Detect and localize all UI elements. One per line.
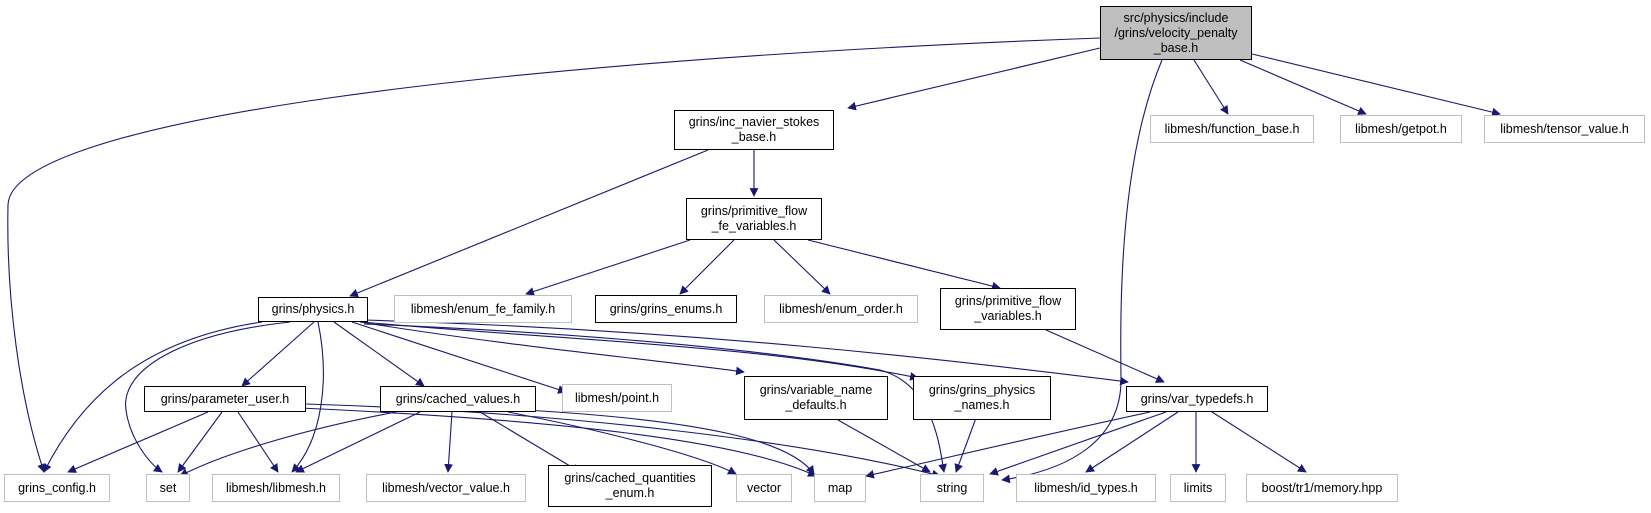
node-boost-tr1-memory: boost/tr1/memory.hpp	[1246, 474, 1398, 502]
edge-cached-map	[523, 409, 815, 475]
node-vector: vector	[736, 474, 792, 502]
edge-physics-phys-names	[361, 321, 919, 381]
node-libmesh-id-types: libmesh/id_types.h	[1016, 474, 1156, 502]
node-inc-navier-stokes-base[interactable]: grins/inc_navier_stokes _base.h	[674, 110, 834, 150]
node-set: set	[146, 474, 190, 502]
node-libmesh-function-base: libmesh/function_base.h	[1150, 115, 1314, 143]
edge-physics-cached	[333, 321, 425, 387]
edge-physics-string	[363, 323, 947, 473]
node-libmesh-getpot: libmesh/getpot.h	[1340, 115, 1462, 143]
edge-var-typedefs-memory	[1211, 411, 1307, 473]
edge-param-user-grins-config	[67, 411, 209, 473]
edge-physics-var-name	[359, 321, 745, 376]
node-cached-values[interactable]: grins/cached_values.h	[380, 386, 536, 412]
edge-var-typedefs-string	[989, 411, 1167, 476]
edge-var-typedefs-id-types	[1085, 411, 1179, 473]
node-libmesh-point: libmesh/point.h	[562, 384, 672, 412]
node-grins-enums[interactable]: grins/grins_enums.h	[595, 295, 737, 323]
edge-var-name-string	[837, 419, 931, 473]
edge-var-typedefs-map	[865, 411, 1151, 479]
edge-physics-var-typedefs	[363, 319, 1129, 386]
edge-root-function-base	[1193, 59, 1229, 115]
node-grins-physics[interactable]: grins/physics.h	[258, 297, 368, 322]
edge-inc-ns-physics	[349, 149, 709, 298]
edge-root-string	[1001, 59, 1163, 484]
node-variable-name-defaults[interactable]: grins/variable_name _defaults.h	[744, 376, 888, 420]
edge-physics-libmesh	[291, 321, 324, 473]
node-grins-config: grins_config.h	[4, 474, 110, 502]
node-parameter-user[interactable]: grins/parameter_user.h	[144, 386, 306, 412]
edge-prim-fe-enum-fe	[525, 239, 691, 296]
edge-physics-set	[125, 321, 291, 473]
edge-root-inc-ns	[847, 47, 1101, 111]
node-libmesh-vector-value: libmesh/vector_value.h	[366, 474, 526, 502]
edge-root-tensor	[1251, 53, 1501, 117]
edge-physics-point	[351, 321, 567, 394]
node-primitive-flow-variables[interactable]: grins/primitive_flow _variables.h	[940, 288, 1076, 330]
node-root-velocity-penalty-base: src/physics/include /grins/velocity_pena…	[1100, 6, 1252, 60]
edge-root-grins-config	[7, 37, 1101, 473]
edge-root-getpot	[1239, 59, 1367, 115]
edge-param-user-map	[299, 407, 817, 477]
edge-param-user-libmesh	[237, 411, 279, 473]
edge-cached-vector-value	[444, 411, 453, 473]
node-libmesh-enum-order: libmesh/enum_order.h	[764, 295, 918, 323]
node-string: string	[920, 474, 984, 502]
edge-prim-fe-enum-order	[773, 239, 831, 295]
edge-phys-names-string	[954, 417, 977, 473]
node-grins-physics-names[interactable]: grins/grins_physics _names.h	[913, 376, 1051, 420]
edge-param-user-set	[177, 411, 223, 473]
node-primitive-flow-fe-variables[interactable]: grins/primitive_flow _fe_variables.h	[686, 198, 822, 240]
node-libmesh-libmesh: libmesh/libmesh.h	[212, 474, 340, 502]
edge-physics-param-user	[241, 321, 315, 387]
node-map: map	[814, 474, 866, 502]
edge-physics-grins-config	[43, 321, 263, 473]
edge-cached-set	[179, 411, 397, 477]
node-libmesh-enum-fe-family: libmesh/enum_fe_family.h	[394, 295, 572, 323]
node-limits: limits	[1170, 474, 1226, 502]
edge-cached-libmesh	[295, 411, 421, 473]
node-libmesh-tensor-value: libmesh/tensor_value.h	[1484, 115, 1645, 143]
edge-prim-vars-var-typedefs	[1045, 329, 1165, 383]
edge-prim-fe-grins-enums	[679, 239, 735, 295]
node-cached-quantities-enum[interactable]: grins/cached_quantities _enum.h	[548, 465, 712, 507]
edge-prim-fe-prim-vars	[807, 239, 1001, 291]
node-var-typedefs[interactable]: grins/var_typedefs.h	[1126, 386, 1268, 412]
edge-cached-cached-enum	[479, 411, 581, 473]
edge-cached-vector	[507, 411, 737, 475]
